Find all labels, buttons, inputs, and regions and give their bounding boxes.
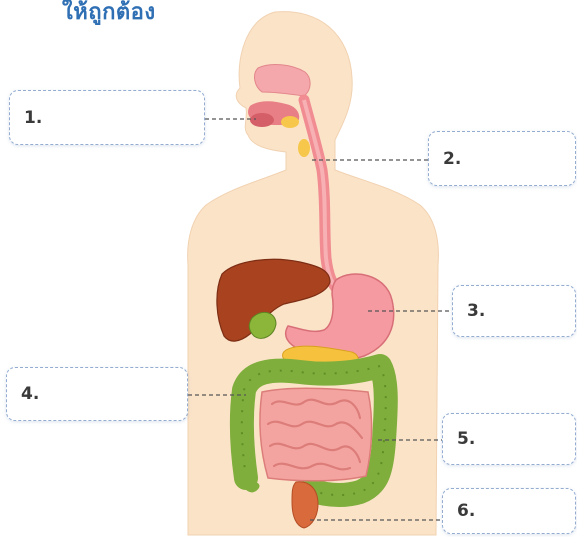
salivary-gland-lower — [298, 139, 310, 157]
answer-box-3-number: 3. — [467, 301, 485, 321]
answer-box-4[interactable]: 4. — [6, 367, 188, 421]
answer-box-3[interactable]: 3. — [452, 285, 576, 337]
tongue — [250, 113, 274, 127]
answer-box-2[interactable]: 2. — [428, 131, 576, 186]
answer-box-5-number: 5. — [457, 429, 475, 449]
answer-box-4-number: 4. — [21, 384, 39, 404]
answer-box-6-number: 6. — [457, 501, 475, 521]
answer-box-1[interactable]: 1. — [9, 90, 205, 145]
answer-box-6[interactable]: 6. — [442, 488, 576, 534]
salivary-gland — [281, 116, 299, 128]
answer-box-2-number: 2. — [443, 149, 461, 169]
answer-box-5[interactable]: 5. — [442, 413, 576, 465]
answer-box-1-number: 1. — [24, 108, 42, 128]
